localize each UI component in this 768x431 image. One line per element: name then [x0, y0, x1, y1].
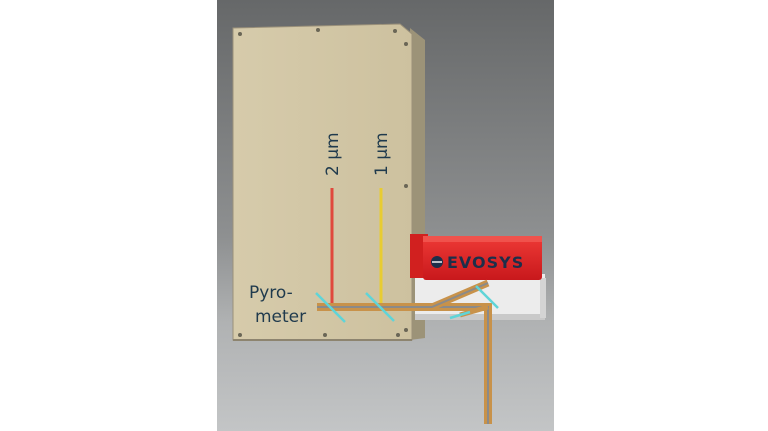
panel-screws [238, 28, 408, 337]
detector-panel [232, 23, 413, 341]
mirror-lower [449, 310, 471, 320]
laser-base [415, 274, 546, 320]
brand-name: EVOSYS [447, 253, 524, 272]
label-pyrometer-line1: Pyro- [249, 283, 293, 303]
mirror-2um [315, 292, 346, 323]
evosys-logo: EVOSYS [431, 253, 524, 272]
mirror-1um [365, 292, 395, 322]
laser-housing [423, 236, 542, 280]
beam-splitters [315, 285, 499, 323]
label-pyrometer-line2: meter [255, 307, 306, 327]
mirror-laser [475, 285, 499, 309]
label-1um: 1 µm [372, 132, 392, 176]
label-2um: 2 µm [323, 132, 343, 176]
